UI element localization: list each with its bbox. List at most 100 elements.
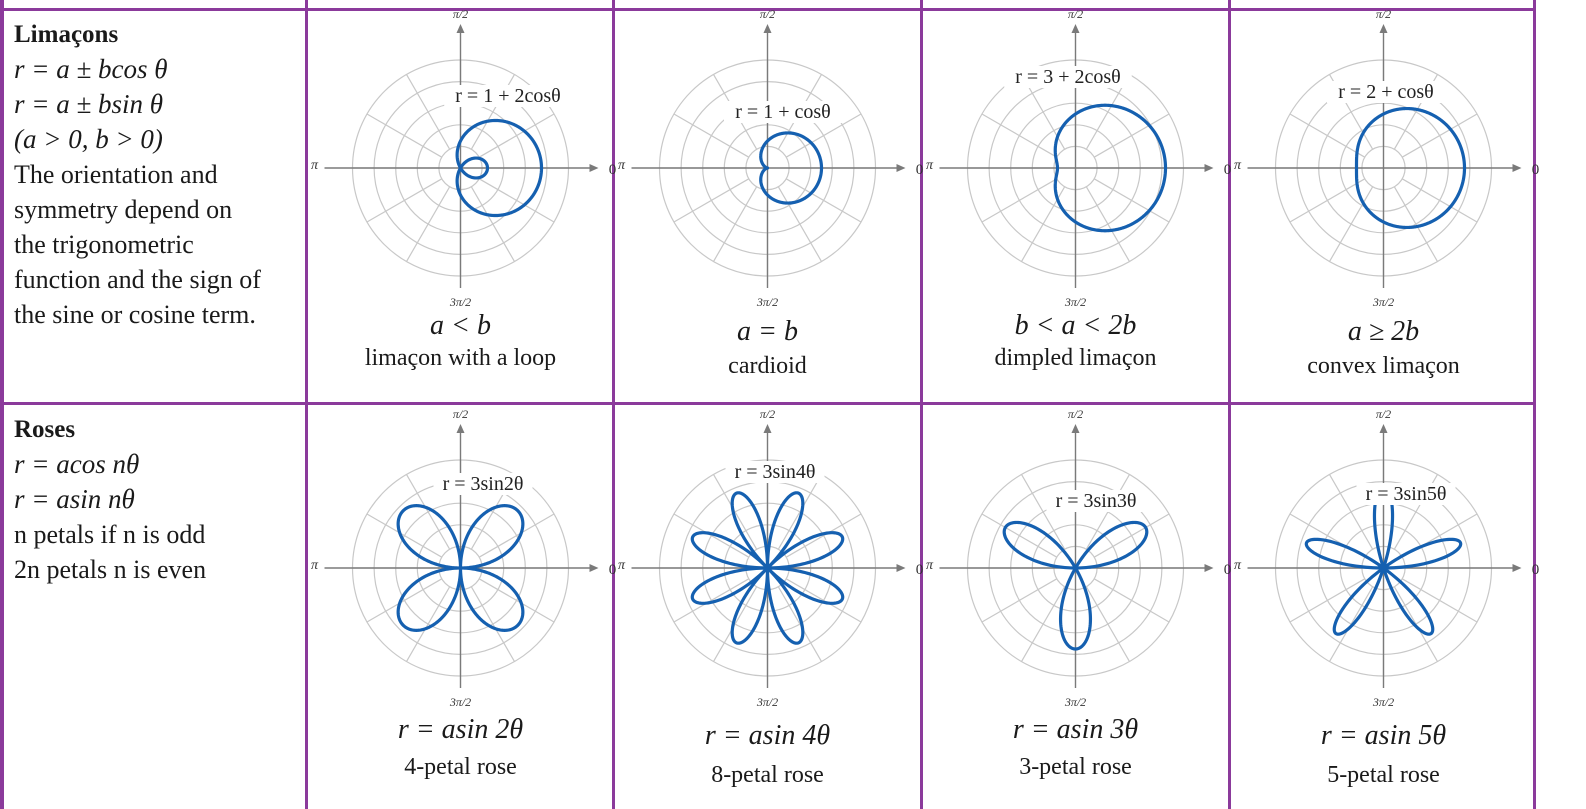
axis-label-top: π/2 (1068, 407, 1083, 421)
axis-label-bottom: 3π/2 (1372, 695, 1394, 709)
arrowhead-icon (456, 424, 465, 433)
grid-spoke (1093, 578, 1170, 623)
label-background (444, 85, 572, 107)
curve-equation-label: r = 3sin3θ (1056, 490, 1137, 512)
limacons-description: Limaçons r = a ± bcos θ r = a ± bsin θ (… (14, 17, 302, 332)
axis-label-bottom: 3π/2 (449, 695, 471, 709)
axis-label-left: π (311, 158, 319, 173)
grid-spoke (366, 178, 443, 223)
grid-spoke (1289, 178, 1366, 223)
grid-spoke (712, 586, 758, 662)
grid-spoke (785, 178, 862, 223)
grid-spoke (673, 178, 750, 223)
formula-line: (a > 0, b > 0) (14, 124, 163, 154)
grid-spoke (366, 578, 443, 623)
curve-equation-label: r = 2 + cosθ (1338, 81, 1433, 103)
axis-label-bottom: 3π/2 (1372, 295, 1394, 309)
curve-equation-label: r = 3sin5θ (1366, 483, 1447, 505)
grid-spoke (1020, 586, 1066, 662)
grid-spoke (405, 586, 451, 662)
label-background (1004, 66, 1132, 88)
graph-condition: a < b (430, 310, 491, 341)
label-background (1327, 81, 1445, 103)
grid-spoke (405, 74, 451, 150)
axis-label-bottom: 3π/2 (756, 695, 778, 709)
axis-label-left: π (1234, 158, 1242, 173)
grid-spoke (712, 186, 758, 262)
graph-condition: r = asin 5θ (1320, 720, 1447, 751)
axis-label-left: π (926, 158, 934, 173)
axis-label-left: π (1234, 558, 1242, 573)
axis-label-right: 0 (609, 162, 617, 178)
formula-line: r = acos nθ (14, 449, 140, 479)
graph-condition: b < a < 2b (1014, 310, 1137, 341)
grid-spoke (777, 474, 823, 550)
graph-condition: a = b (737, 316, 798, 347)
axis-label-right: 0 (916, 162, 924, 178)
polar-curve (1002, 520, 1149, 651)
axis-label-top: π/2 (453, 407, 468, 421)
grid-spoke (405, 474, 451, 550)
table-row-divider (0, 402, 1536, 405)
graph-name: dimpled limaçon (994, 345, 1157, 371)
grid-spoke (785, 513, 862, 558)
graph-condition: r = asin 4θ (704, 720, 831, 751)
arrowhead-icon (1379, 424, 1388, 433)
row-title: Limaçons (14, 21, 119, 48)
graph-condition: r = asin 3θ (1012, 714, 1139, 745)
graph-name: convex limaçon (1307, 353, 1460, 379)
formula-line: r = a ± bsin θ (14, 89, 164, 119)
description-line: the sine or cosine term. (14, 300, 256, 329)
description-line: 2n petals n is even (14, 555, 207, 584)
arrowhead-icon (763, 24, 772, 33)
label-background (725, 461, 825, 483)
axis-label-left: π (618, 158, 626, 173)
arrowhead-icon (1512, 564, 1522, 572)
grid-spoke (478, 513, 555, 558)
label-background (1046, 490, 1146, 512)
arrowhead-icon (1071, 424, 1080, 433)
grid-spoke (785, 113, 862, 158)
grid-spoke (1093, 178, 1170, 223)
arrowhead-icon (896, 164, 906, 172)
axis-label-top: π/2 (760, 407, 775, 421)
axis-label-right: 0 (1224, 162, 1232, 178)
grid-spoke (1401, 578, 1478, 623)
curve-equation-label: r = 1 + 2cosθ (455, 85, 560, 107)
axis-label-bottom: 3π/2 (1064, 695, 1086, 709)
description-line: n petals if n is odd (14, 520, 206, 549)
description-line: The orientation and (14, 160, 218, 189)
arrowhead-icon (1512, 164, 1522, 172)
grid-spoke (1289, 113, 1366, 158)
graph-name: 4-petal rose (404, 754, 517, 780)
grid-spoke (981, 113, 1058, 158)
polar-curve (1354, 106, 1467, 230)
axis-label-bottom: 3π/2 (449, 295, 471, 309)
grid-spoke (785, 578, 862, 623)
grid-spoke (366, 513, 443, 558)
formula-line: r = asin nθ (14, 484, 135, 514)
description-line: symmetry depend on (14, 195, 233, 224)
arrowhead-icon (1204, 164, 1214, 172)
label-background (1356, 483, 1456, 505)
axis-label-right: 0 (1224, 562, 1232, 578)
curve-equation-label: r = 3sin4θ (735, 461, 816, 483)
grid-spoke (1093, 113, 1170, 158)
polar-curve (1053, 103, 1168, 233)
axis-label-bottom: 3π/2 (1064, 295, 1086, 309)
grid-spoke (1085, 586, 1131, 662)
graph-name: 5-petal rose (1327, 762, 1440, 788)
graph-name: 8-petal rose (711, 762, 824, 788)
axis-label-top: π/2 (1376, 7, 1391, 21)
grid-spoke (470, 586, 516, 662)
axis-label-bottom: 3π/2 (756, 295, 778, 309)
description-line: function and the sign of (14, 265, 261, 294)
grid-spoke (981, 513, 1058, 558)
grid-spoke (478, 113, 555, 158)
